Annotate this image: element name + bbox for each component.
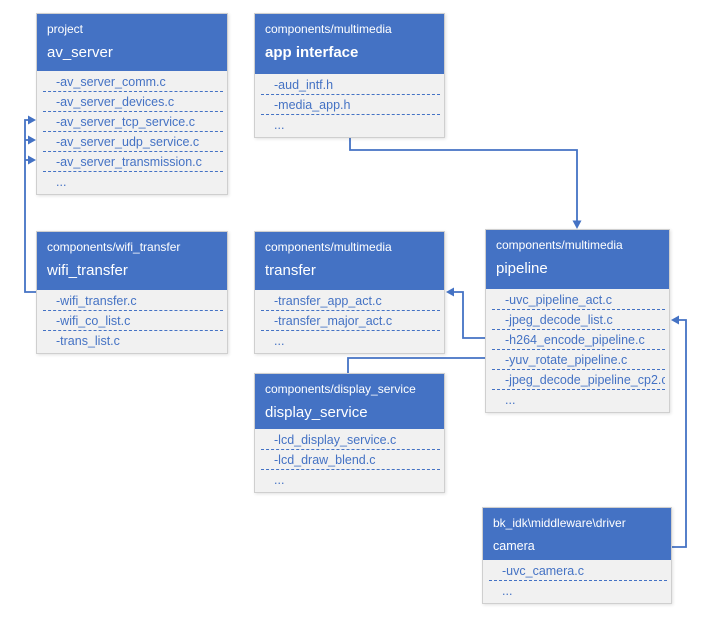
file-list: -uvc_pipeline_act.c -jpeg_decode_list.c … xyxy=(486,289,669,412)
file-item-ellipsis: ... xyxy=(502,584,513,598)
file-item: -h264_encode_pipeline.c xyxy=(492,330,665,350)
file-item: -uvc_camera.c xyxy=(489,561,667,581)
box-header: components/multimedia pipeline xyxy=(486,230,669,289)
arrowhead-avserver-udp xyxy=(28,135,36,145)
module-path: components/multimedia xyxy=(496,238,623,252)
file-item: -av_server_devices.c xyxy=(43,92,223,112)
file-item: -uvc_pipeline_act.c xyxy=(492,290,665,310)
file-list: -aud_intf.h -media_app.h ... xyxy=(255,74,444,137)
module-title: app interface xyxy=(265,44,359,61)
file-item-ellipsis: ... xyxy=(274,334,285,348)
arrowhead-pipeline-top xyxy=(572,220,582,229)
arrowhead-avserver-tcp xyxy=(28,115,36,125)
file-item: -lcd_draw_blend.c xyxy=(261,450,440,470)
file-item-ellipsis: ... xyxy=(56,175,67,189)
file-item-ellipsis: ... xyxy=(505,393,516,407)
file-list: -uvc_camera.c ... xyxy=(483,560,671,603)
module-title: wifi_transfer xyxy=(47,262,128,279)
box-header: bk_idk\middleware\driver camera xyxy=(483,508,671,560)
file-item: -yuv_rotate_pipeline.c xyxy=(492,350,665,370)
box-header: components/display_service display_servi… xyxy=(255,374,444,429)
module-title: camera xyxy=(493,539,535,553)
file-item: -wifi_transfer.c xyxy=(43,291,223,311)
file-item: -lcd_display_service.c xyxy=(261,430,440,450)
module-box-wifi-transfer: components/wifi_transfer wifi_transfer -… xyxy=(36,231,228,354)
connector-pipeline-to-transfer xyxy=(453,291,485,339)
file-item: -transfer_app_act.c xyxy=(261,291,440,311)
file-item-ellipsis: ... xyxy=(274,473,285,487)
arrowhead-avserver-transmission xyxy=(28,155,36,165)
file-list: -av_server_comm.c -av_server_devices.c -… xyxy=(37,71,227,194)
module-box-camera: bk_idk\middleware\driver camera -uvc_cam… xyxy=(482,507,672,604)
file-item: -jpeg_decode_list.c xyxy=(492,310,665,330)
box-header: project av_server xyxy=(37,14,227,71)
file-item: -aud_intf.h xyxy=(261,75,440,95)
file-item-ellipsis: ... xyxy=(274,118,285,132)
connector-appinterface-to-pipeline xyxy=(349,136,578,221)
arrowhead-transfer-right xyxy=(446,287,454,297)
box-header: components/multimedia app interface xyxy=(255,14,444,74)
arrowhead-pipeline-right xyxy=(671,315,679,325)
module-path: components/display_service xyxy=(265,382,416,396)
connector-wifi-to-avserver xyxy=(24,119,36,293)
file-list: -wifi_transfer.c -wifi_co_list.c -trans_… xyxy=(37,290,227,353)
file-item: -transfer_major_act.c xyxy=(261,311,440,331)
module-box-app-interface: components/multimedia app interface -aud… xyxy=(254,13,445,138)
file-list: -lcd_display_service.c -lcd_draw_blend.c… xyxy=(255,429,444,492)
file-item: -jpeg_decode_pipeline_cp2.c xyxy=(492,370,665,390)
module-title: display_service xyxy=(265,404,368,421)
connector-pipeline-to-displayservice xyxy=(347,357,485,373)
file-item: -av_server_udp_service.c xyxy=(43,132,223,152)
module-path: components/multimedia xyxy=(265,240,392,254)
box-header: components/wifi_transfer wifi_transfer xyxy=(37,232,227,290)
module-path: project xyxy=(47,22,84,36)
file-list: -transfer_app_act.c -transfer_major_act.… xyxy=(255,290,444,353)
file-item: -wifi_co_list.c xyxy=(43,311,223,331)
file-item: -av_server_comm.c xyxy=(43,72,223,92)
file-item: -media_app.h xyxy=(261,95,440,115)
module-title: pipeline xyxy=(496,260,548,277)
module-box-transfer: components/multimedia transfer -transfer… xyxy=(254,231,445,354)
box-header: components/multimedia transfer xyxy=(255,232,444,290)
file-item: -av_server_transmission.c xyxy=(43,152,223,172)
module-path: components/multimedia xyxy=(265,22,392,36)
module-box-pipeline: components/multimedia pipeline -uvc_pipe… xyxy=(485,229,670,413)
module-path: bk_idk\middleware\driver xyxy=(493,516,626,530)
module-box-display-service: components/display_service display_servi… xyxy=(254,373,445,493)
module-title: av_server xyxy=(47,44,113,61)
connector-camera-to-pipeline xyxy=(672,319,687,548)
file-item: -trans_list.c xyxy=(56,334,120,348)
module-title: transfer xyxy=(265,262,316,279)
module-path: components/wifi_transfer xyxy=(47,240,181,254)
module-box-av-server: project av_server -av_server_comm.c -av_… xyxy=(36,13,228,195)
file-item: -av_server_tcp_service.c xyxy=(43,112,223,132)
